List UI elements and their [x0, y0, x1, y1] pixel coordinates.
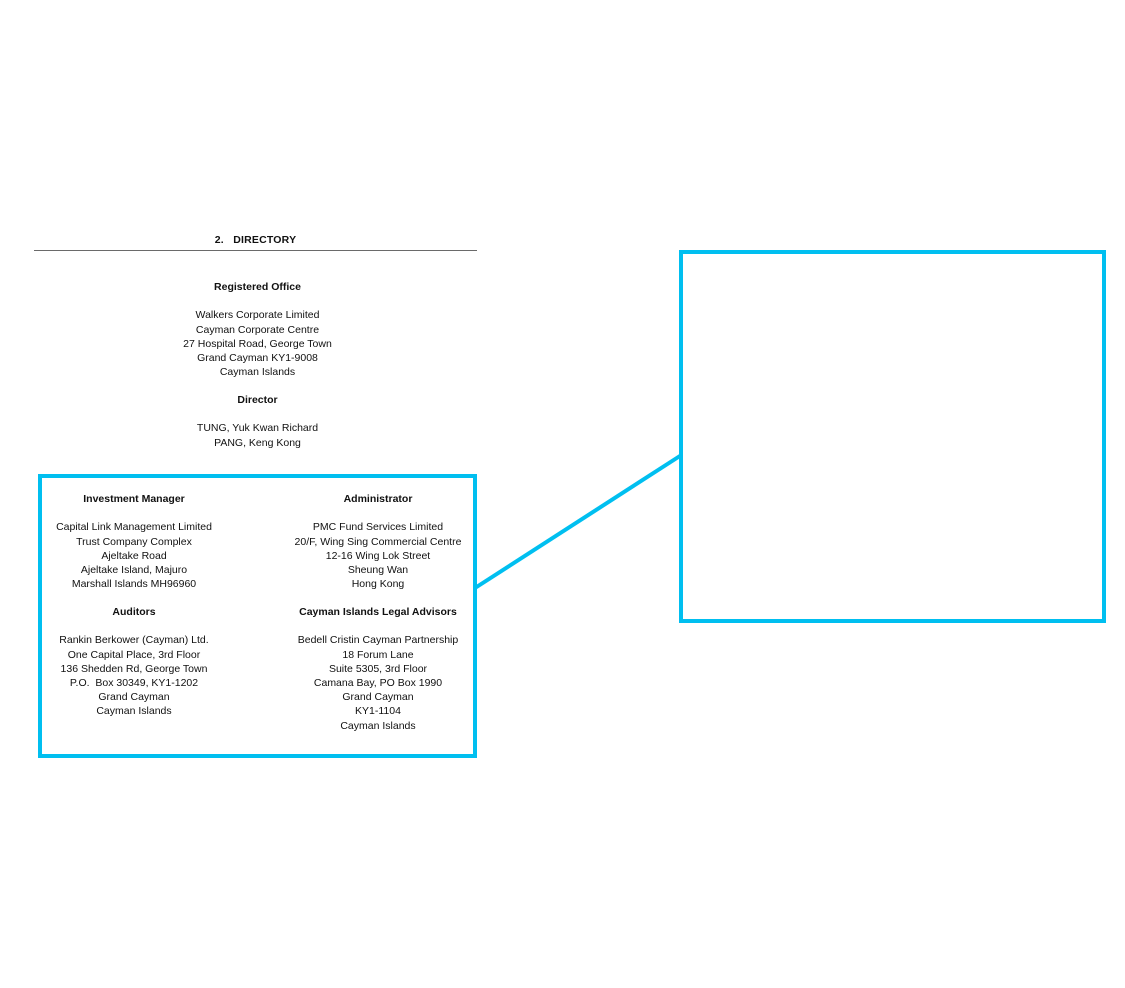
director-name: PANG, Keng Kong	[214, 436, 301, 449]
address-line: 20/F, Wing Sing Commercial Centre	[294, 535, 462, 548]
highlight-frame	[38, 474, 477, 758]
address-line: Suite 5305, 3rd Floor	[328, 662, 428, 675]
legal-advisors-title: Cayman Islands Legal Advisors	[299, 606, 457, 618]
address-line: Hong Kong	[351, 578, 405, 591]
address-line: 18 Forum Lane	[342, 648, 414, 661]
auditors-title: Auditors	[112, 606, 156, 618]
address-line: Ajeltake Road	[101, 549, 167, 562]
address-line: Capital Link Management Limited	[56, 521, 212, 534]
investment-manager-title: Investment Manager	[83, 493, 185, 505]
address-line: Marshall Islands MH96960	[71, 578, 197, 591]
address-line: Walkers Corporate Limited	[195, 309, 320, 322]
administrator-block: Administrator PMC Fund Services Limited …	[277, 492, 479, 591]
director-title: Director	[237, 394, 278, 406]
legal-advisors-block: Cayman Islands Legal Advisors Bedell Cri…	[277, 605, 479, 733]
registered-office-title: Registered Office	[214, 281, 301, 293]
address-line: Grand Cayman KY1-9008	[197, 352, 318, 364]
director-name: TUNG, Yuk Kwan Richard	[196, 422, 319, 435]
address-line: KY1-1104	[355, 705, 401, 718]
registered-office-block: Registered Office Walkers Corporate Limi…	[34, 280, 481, 379]
auditors-block: Auditors Rankin Berkower (Cayman) Ltd. O…	[34, 605, 234, 719]
section-heading: 2. DIRECTORY	[214, 234, 297, 246]
address-line: Cayman Corporate Centre	[195, 323, 320, 336]
address-line: 136 Shedden Rd, George Town	[60, 662, 208, 675]
address-line: 27 Hospital Road, George Town	[183, 337, 332, 350]
address-line: Cayman Islands	[219, 366, 296, 379]
address-line: Grand Cayman	[98, 691, 170, 704]
address-line: Cayman Islands	[96, 705, 172, 718]
heading-divider	[34, 250, 477, 251]
address-line: 12-16 Wing Lok Street	[325, 549, 431, 562]
address-line: Ajeltake Island, Majuro	[80, 564, 188, 576]
address-line: P.O. Box 30349, KY1-1202	[69, 677, 199, 689]
investment-manager-block: Investment Manager Capital Link Manageme…	[34, 492, 234, 591]
address-line: Cayman Islands	[340, 719, 416, 732]
address-line: Rankin Berkower (Cayman) Ltd.	[59, 634, 209, 647]
address-line: One Capital Place, 3rd Floor	[67, 648, 201, 661]
address-line: Grand Cayman	[342, 691, 414, 704]
director-block: Director TUNG, Yuk Kwan Richard PANG, Ke…	[34, 393, 481, 450]
administrator-title: Administrator	[343, 493, 413, 505]
address-line: Trust Company Complex	[76, 535, 192, 548]
zoom-preview-box	[679, 250, 1106, 623]
address-line: PMC Fund Services Limited	[312, 521, 444, 534]
address-line: Bedell Cristin Cayman Partnership	[297, 634, 459, 647]
address-line: Sheung Wan	[347, 564, 409, 576]
address-line: Camana Bay, PO Box 1990	[313, 677, 443, 689]
